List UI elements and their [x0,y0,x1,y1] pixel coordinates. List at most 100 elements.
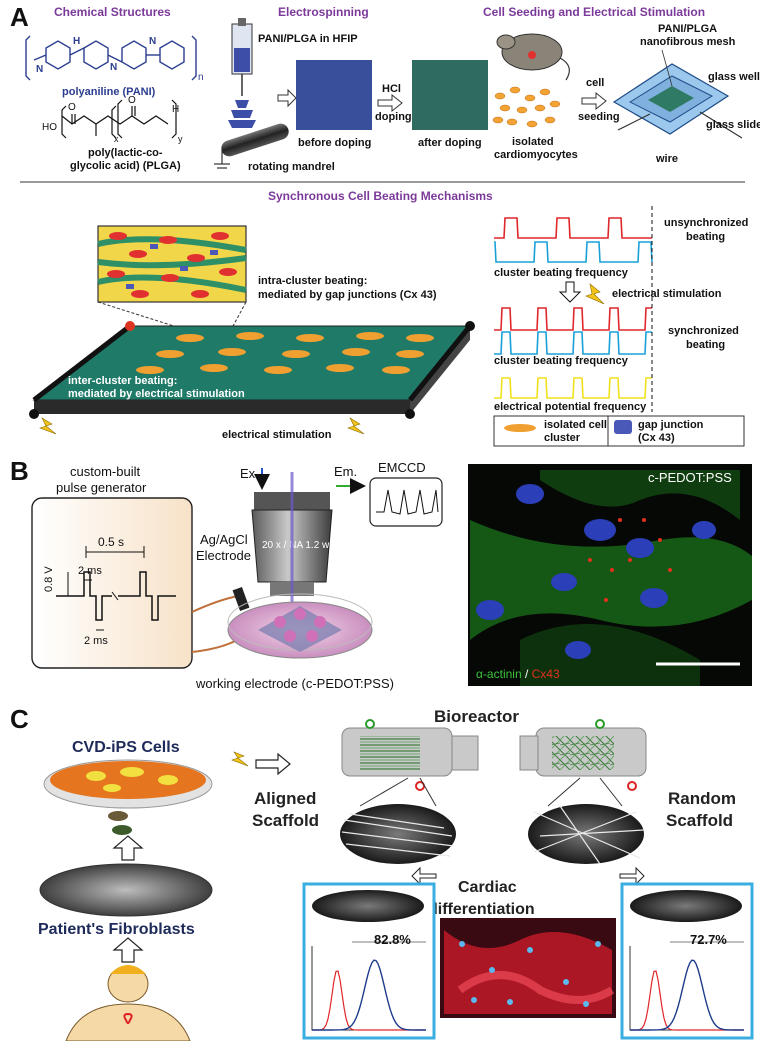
bioreactor-label: Bioreactor [434,707,519,726]
ag-electrode-icon [232,586,250,612]
seeding-label: seeding [578,111,620,123]
wire-label: wire [655,153,678,165]
gap-junction-zoom-inset [97,225,247,303]
pulse-waveform [56,571,176,621]
legend-gap-label-2: (Cx 43) [638,432,675,444]
electrode-label-1: Ag/AgCl [200,532,248,547]
estim-label-2: electrical stimulation [612,288,722,300]
pct-aligned-label: 82.8% [374,932,411,947]
panel-a-letter: A [10,2,29,32]
plga-h: H [172,104,179,115]
cardiomyocytes-icon [492,86,561,128]
leader-random-1 [547,777,581,807]
period-label: 0.5 s [98,535,124,549]
isolated-label-2: cardiomyocytes [494,149,578,161]
width-top-label: 2 ms [78,565,102,577]
stain-green: α-actinin [476,667,522,681]
cardiac-label-1: Cardiac [458,879,517,896]
pct-random-label: 72.7% [690,932,727,947]
plga-name-2: glycolic acid) (PLGA) [70,160,181,172]
inter-label-1: inter-cluster beating: [68,375,177,387]
mesh-before-doping [296,60,372,130]
mouse-icon [496,33,570,81]
arrow-to-before [277,88,297,108]
random-label-2: Scaffold [666,811,733,830]
mechanism-legend [493,415,745,447]
leader-random-2 [599,777,623,807]
trace-unsync-blue [494,241,653,263]
arrow-to-bioreactor [255,752,291,776]
stain-sep: / [522,667,532,681]
leader-aligned-1 [359,777,409,807]
random-cells-image [630,890,742,922]
cardiomyocyte-stain-image [440,918,616,1018]
spin-after-label: after doping [418,137,482,149]
arrow-cardiac-left [411,866,437,886]
aligned-label-2: Scaffold [252,811,319,830]
pani-atom-n2: N [110,62,117,73]
legend-gap-label-1: gap junction [638,419,704,431]
rotating-mandrel-icon [214,123,289,169]
sem-random-image [528,804,645,865]
flow-aligned-blue-curve [312,959,426,1031]
spin-solution-label: PANI/PLGA in HFIP [258,33,358,45]
bioreactor-random-icon [519,719,647,791]
spin-mandrel-label: rotating mandrel [248,161,335,173]
inset-leader-right [231,301,247,329]
lightning-icon-c [231,751,249,767]
freq-label-2: cluster beating frequency [494,355,629,367]
arrow-seeding [581,91,607,111]
arrow-doping [377,93,403,113]
legend-cell-label-1: isolated cell [544,419,607,431]
unsync-label-2: beating [686,231,725,243]
lightning-icon-traces [585,283,605,305]
plga-o1: O [68,102,76,113]
pulse-break [111,591,119,601]
em-label: Em. [334,464,357,479]
aligned-cells-image [312,890,424,922]
spin-before-label: before doping [298,137,371,149]
sync-label-1: synchronized [668,325,739,337]
fibroblast-image [39,863,213,917]
random-label-1: Random [668,789,736,808]
stain-red: Cx43 [532,667,560,681]
pulse-title-2: pulse generator [56,480,147,495]
wire-electrode [191,595,239,613]
mesh-label-2: nanofibrous mesh [640,36,736,48]
glass-slide-label: glass slide [706,119,760,131]
legend-gap-swatch [614,420,632,434]
pulse-generator-box [31,497,193,669]
immunofluorescence-image [468,464,752,686]
nanofibrous-mesh-slab [29,321,475,419]
estim-label: electrical stimulation [222,429,332,441]
legend-cell-swatch [504,424,536,432]
spin-hcl-label: HCl [382,83,401,95]
plga-ho: HO [42,122,57,133]
inter-label-2: mediated by electrical stimulation [68,388,245,400]
chemical-structures-title: Chemical Structures [54,5,171,19]
unsync-label-1: unsynchronized [664,217,748,229]
mechanisms-title: Synchronous Cell Beating Mechanisms [268,189,493,203]
electrode-label-2: Electrode [196,548,251,563]
cell-label: cell [586,77,604,89]
pani-atom-n1: N [36,64,43,75]
fibro-label: Patient's Fibroblasts [38,921,195,938]
working-electrode-label: working electrode (c-PEDOT:PSS) [195,676,394,691]
pani-name: polyaniline (PANI) [62,86,156,98]
pani-structure [25,35,197,81]
mesh-after-doping [412,60,488,130]
cell-seeding-title: Cell Seeding and Electrical Stimulation [483,5,705,19]
pulse-title-1: custom-built [70,464,140,479]
micro-title: c-PEDOT:PSS [648,470,732,485]
plga-y: y [178,134,183,144]
culture-dish-icon [227,593,373,659]
up-arrow-fibro [112,937,144,963]
plga-x: x [114,134,119,144]
flow-histogram-aligned [311,941,426,1031]
intra-label-1: intra-cluster beating: [258,275,367,287]
ips-dish-icon [43,759,213,809]
leader-aligned-2 [419,777,437,807]
trace-sync-red [494,307,652,331]
beating-traces [494,217,653,399]
trace-sync-blue [494,331,652,355]
